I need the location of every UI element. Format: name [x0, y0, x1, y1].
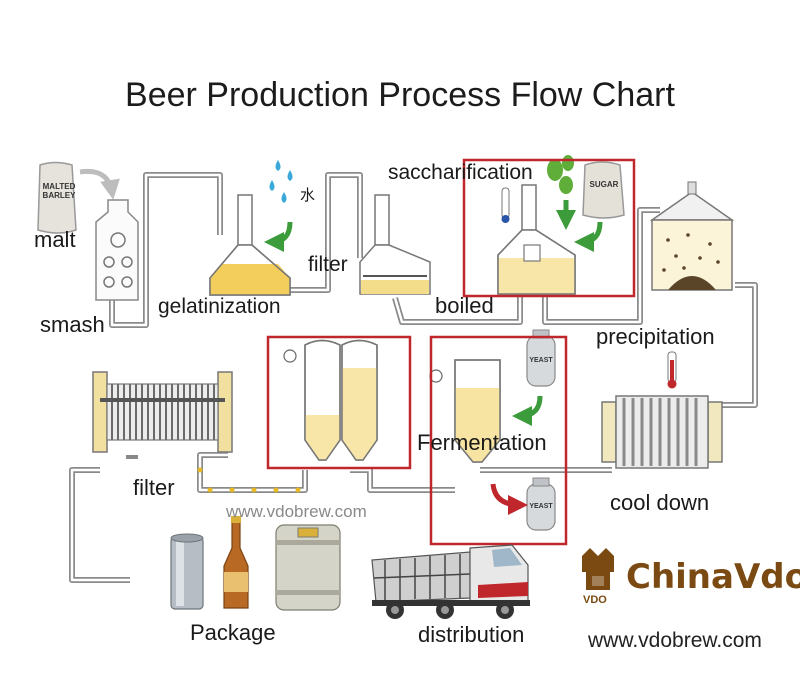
label-filter-top: filter	[308, 253, 348, 276]
whirlpool-tank	[649, 181, 735, 291]
brand-mark: VDO	[583, 594, 607, 606]
malt-arrow-icon	[79, 168, 120, 200]
yeast-label-top: YEAST	[529, 357, 553, 364]
label-distribution: distribution	[418, 622, 525, 647]
label-gelatinization: gelatinization	[158, 295, 281, 318]
beer-keg	[275, 524, 341, 611]
highlight-bright-tanks	[266, 335, 412, 470]
yeast-arrow-icon	[512, 395, 543, 426]
thermometer-icon	[501, 187, 510, 223]
beer-can	[170, 533, 204, 610]
plate-frame-filter	[92, 371, 233, 459]
gelatinization-tank	[209, 194, 291, 296]
fermentation-tank	[429, 359, 501, 463]
label-smash: smash	[40, 312, 105, 337]
label-malt: malt	[34, 227, 76, 252]
highlight-fermentation	[429, 335, 568, 546]
pipe-flow-dots	[197, 467, 301, 493]
brand-name: ChinaVdo	[626, 557, 800, 597]
label-package: Package	[190, 620, 276, 645]
malt-mill	[95, 199, 139, 301]
malted-barley-sack	[37, 161, 77, 234]
brand-url: www.vdobrew.com	[588, 629, 762, 652]
page-title: Beer Production Process Flow Chart	[125, 76, 675, 114]
label-fermentation: Fermentation	[417, 430, 547, 455]
label-precipitation: precipitation	[596, 324, 715, 349]
delivery-truck	[371, 544, 530, 619]
label-cool-down: cool down	[610, 490, 710, 515]
beer-bottle	[223, 516, 249, 609]
highlight-saccharification	[462, 158, 636, 298]
label-saccharification: saccharification	[388, 161, 533, 184]
saccharification-tank	[497, 184, 576, 295]
label-filter-bottom: filter	[133, 475, 175, 500]
sack-label-malted-barley: MALTED BARLEY	[42, 182, 76, 200]
vdo-logo-icon	[582, 548, 614, 590]
sugar-arrow-icon	[574, 221, 603, 252]
plate-heat-exchanger	[601, 395, 723, 469]
watermark-url: www.vdobrew.com	[226, 502, 367, 521]
water-drops-icon	[269, 160, 293, 203]
highlight-boxes	[266, 158, 636, 546]
yeast-return-arrow-icon	[490, 483, 528, 515]
label-water-char: 水	[300, 186, 316, 204]
label-boiled: boiled	[435, 293, 494, 318]
lauter-filter-tank	[359, 194, 431, 295]
sack-label-sugar: SUGAR	[589, 180, 619, 189]
water-arrow-icon	[264, 221, 293, 252]
yeast-label-bottom: YEAST	[529, 503, 553, 510]
cooler-thermometer-icon	[667, 351, 677, 389]
bright-beer-tanks	[283, 339, 378, 461]
pipe-network-inner	[70, 173, 757, 582]
sugar-sack	[582, 161, 625, 219]
